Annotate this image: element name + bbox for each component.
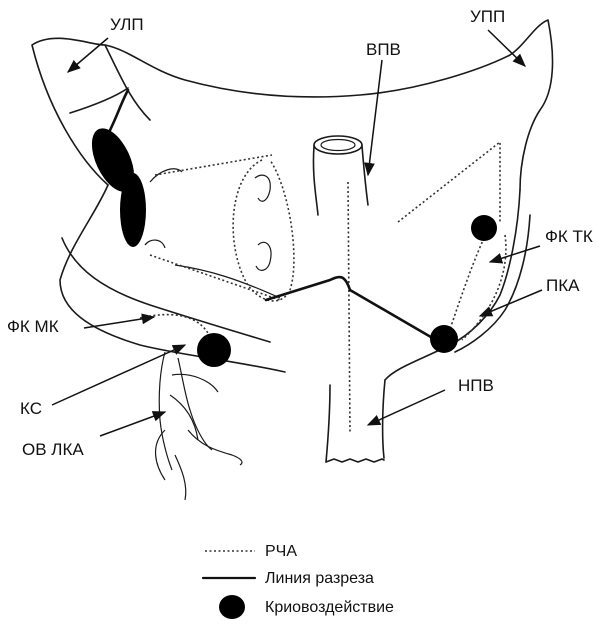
legend-cryo-label: Криовоздействие <box>265 599 394 616</box>
arrow-upp <box>488 30 525 66</box>
label-ov-lka: ОВ ЛКА <box>22 440 84 459</box>
arrow-npv <box>368 390 445 425</box>
label-ks: КС <box>20 399 42 418</box>
arrow-vpv <box>368 60 382 175</box>
legend-cryo-swatch <box>219 595 245 619</box>
arrow-pka <box>480 290 542 316</box>
superior-vena-cava <box>313 136 368 215</box>
cryo-lesion-4 <box>471 215 497 241</box>
label-npv: НПВ <box>458 376 494 395</box>
label-fk-mk: ФК МК <box>7 317 59 336</box>
pulmonary-veins <box>145 169 280 298</box>
label-pka: ПКА <box>546 276 580 295</box>
cryo-lesion-2 <box>120 173 146 247</box>
cut-lines <box>105 90 436 340</box>
atria-outline <box>32 20 553 380</box>
rfa-lines <box>140 142 506 432</box>
cryo-lesion-5 <box>430 325 458 353</box>
labels: УЛП УПП ВПВ ФК ТК ПКА ФК МК КС НПВ ОВ ЛК… <box>7 7 593 459</box>
label-vpv: ВПВ <box>366 40 401 59</box>
cryo-lesion-3 <box>197 333 231 367</box>
label-fk-tk: ФК ТК <box>545 227 593 246</box>
left-circumflex-branches <box>156 352 242 500</box>
arrow-fk-tk <box>490 246 540 262</box>
arrow-ov-lka <box>100 412 165 436</box>
legend: РЧА Линия разреза Криовоздействие <box>203 543 394 619</box>
legend-cut-label: Линия разреза <box>265 570 374 587</box>
label-upp: УПП <box>470 7 505 26</box>
arrow-fk-mk <box>84 317 154 328</box>
arrow-ks <box>52 345 185 405</box>
label-ulp: УЛП <box>110 15 144 34</box>
legend-rfa-label: РЧА <box>265 543 297 560</box>
